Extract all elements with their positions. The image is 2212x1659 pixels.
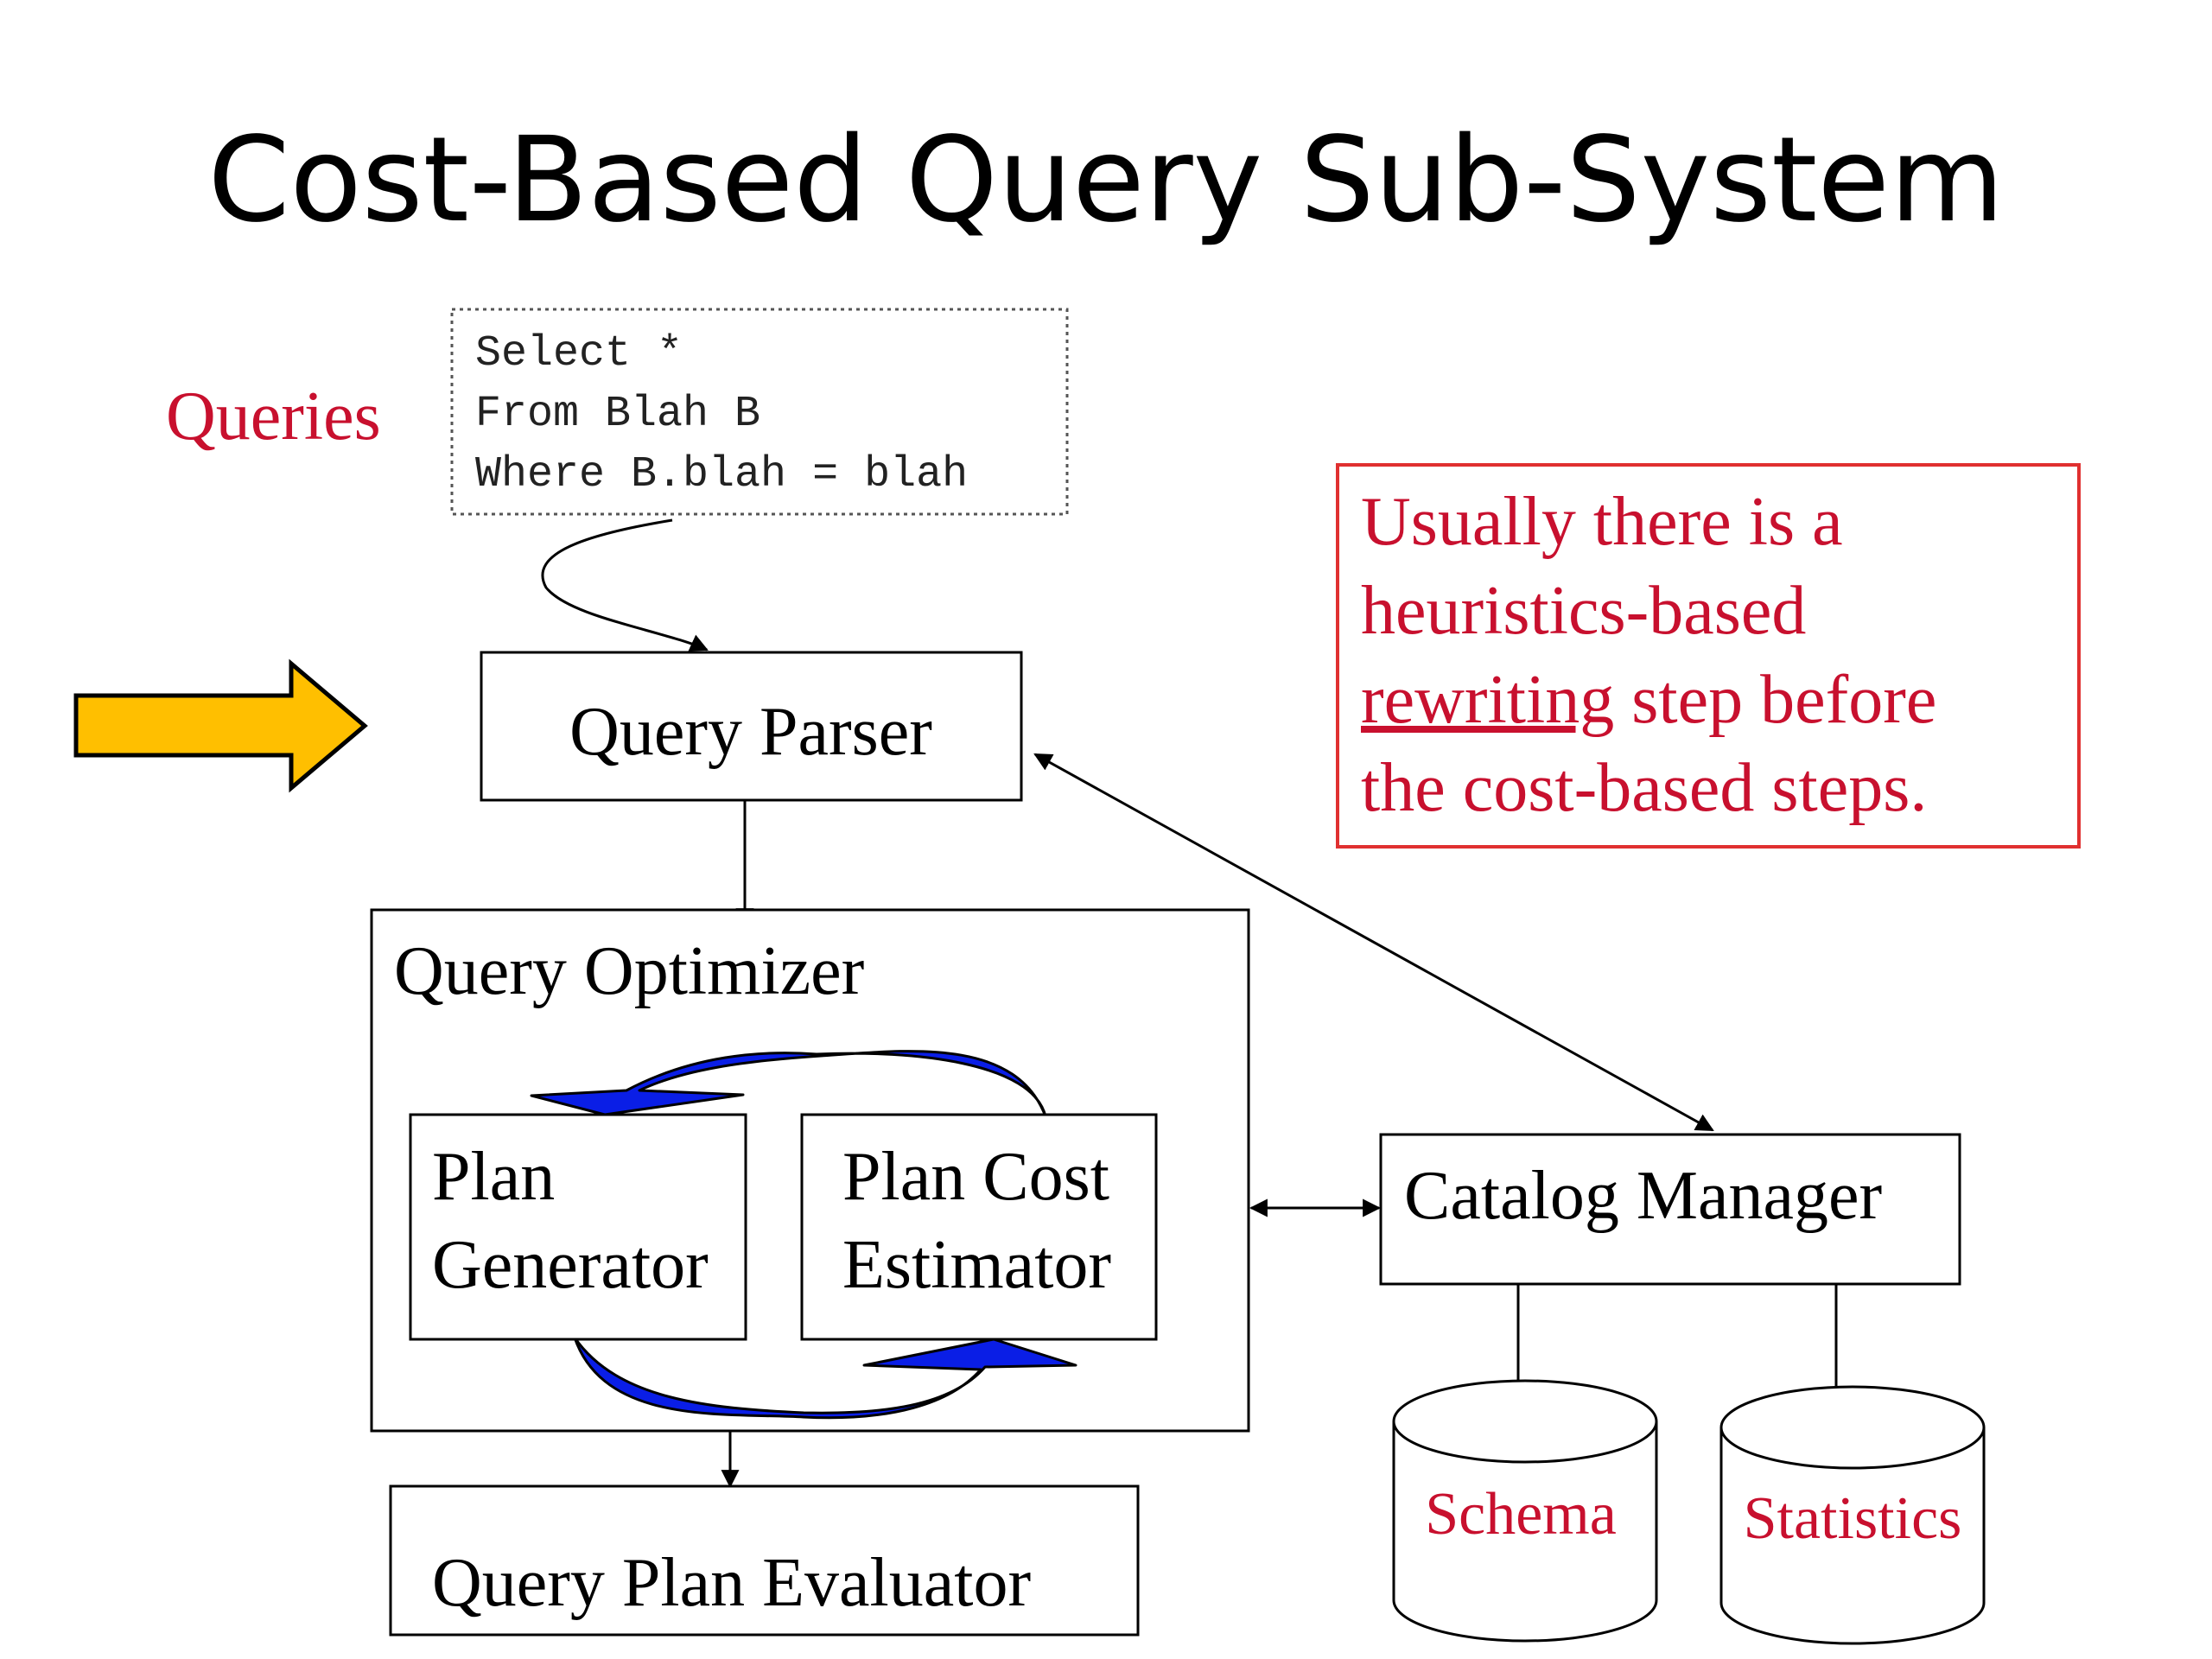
- parser-catalog-arrow: [1033, 753, 1714, 1132]
- plan-cost-estimator-label-1: Plan Cost: [842, 1139, 1109, 1215]
- schema-label: Schema: [1425, 1481, 1617, 1548]
- query-optimizer-label: Query Optimizer: [394, 933, 864, 1009]
- cycle-arrow-bottom-icon: [573, 1336, 1077, 1420]
- note-line-4: the cost-based steps.: [1361, 750, 1927, 826]
- plan-cost-estimator-label-2: Estimator: [842, 1227, 1111, 1303]
- pointer-arrow-icon: [73, 658, 368, 793]
- sql-to-parser-arrow: [541, 518, 709, 652]
- queries-label: Queries: [166, 378, 381, 454]
- query-parser-box: [480, 651, 1023, 802]
- plan-generator-label-1: Plan: [432, 1139, 555, 1215]
- schema-cylinder-icon: [1392, 1379, 1658, 1643]
- sql-line-3: Where B.blah = blah: [475, 450, 968, 499]
- plan-cost-estimator-box: [800, 1113, 1158, 1341]
- plan-generator-label-2: Generator: [432, 1227, 709, 1303]
- query-parser-label: Query Parser: [569, 694, 932, 770]
- note-underlined-word: rewriting: [1361, 662, 1614, 738]
- note-line-3-rest: step before: [1614, 662, 1936, 738]
- sql-box: [450, 308, 1069, 516]
- statistics-label: Statistics: [1744, 1485, 1962, 1552]
- query-plan-evaluator-label: Query Plan Evaluator: [432, 1545, 1031, 1621]
- page-title: Cost-Based Query Sub-System: [208, 112, 2005, 249]
- catalog-manager-label: Catalog Manager: [1404, 1158, 1882, 1234]
- note-line-2: heuristics-based: [1361, 573, 1806, 649]
- query-plan-evaluator-box: [389, 1484, 1140, 1637]
- sql-line-1: Select *: [475, 329, 683, 378]
- note-line-1: Usually there is a: [1361, 484, 1843, 560]
- sql-line-2: From Blah B: [475, 390, 760, 439]
- catalog-manager-box: [1379, 1133, 1961, 1286]
- plan-generator-box: [409, 1113, 747, 1341]
- statistics-cylinder-icon: [1719, 1385, 1986, 1645]
- note-line-3: rewriting step before: [1361, 662, 1936, 738]
